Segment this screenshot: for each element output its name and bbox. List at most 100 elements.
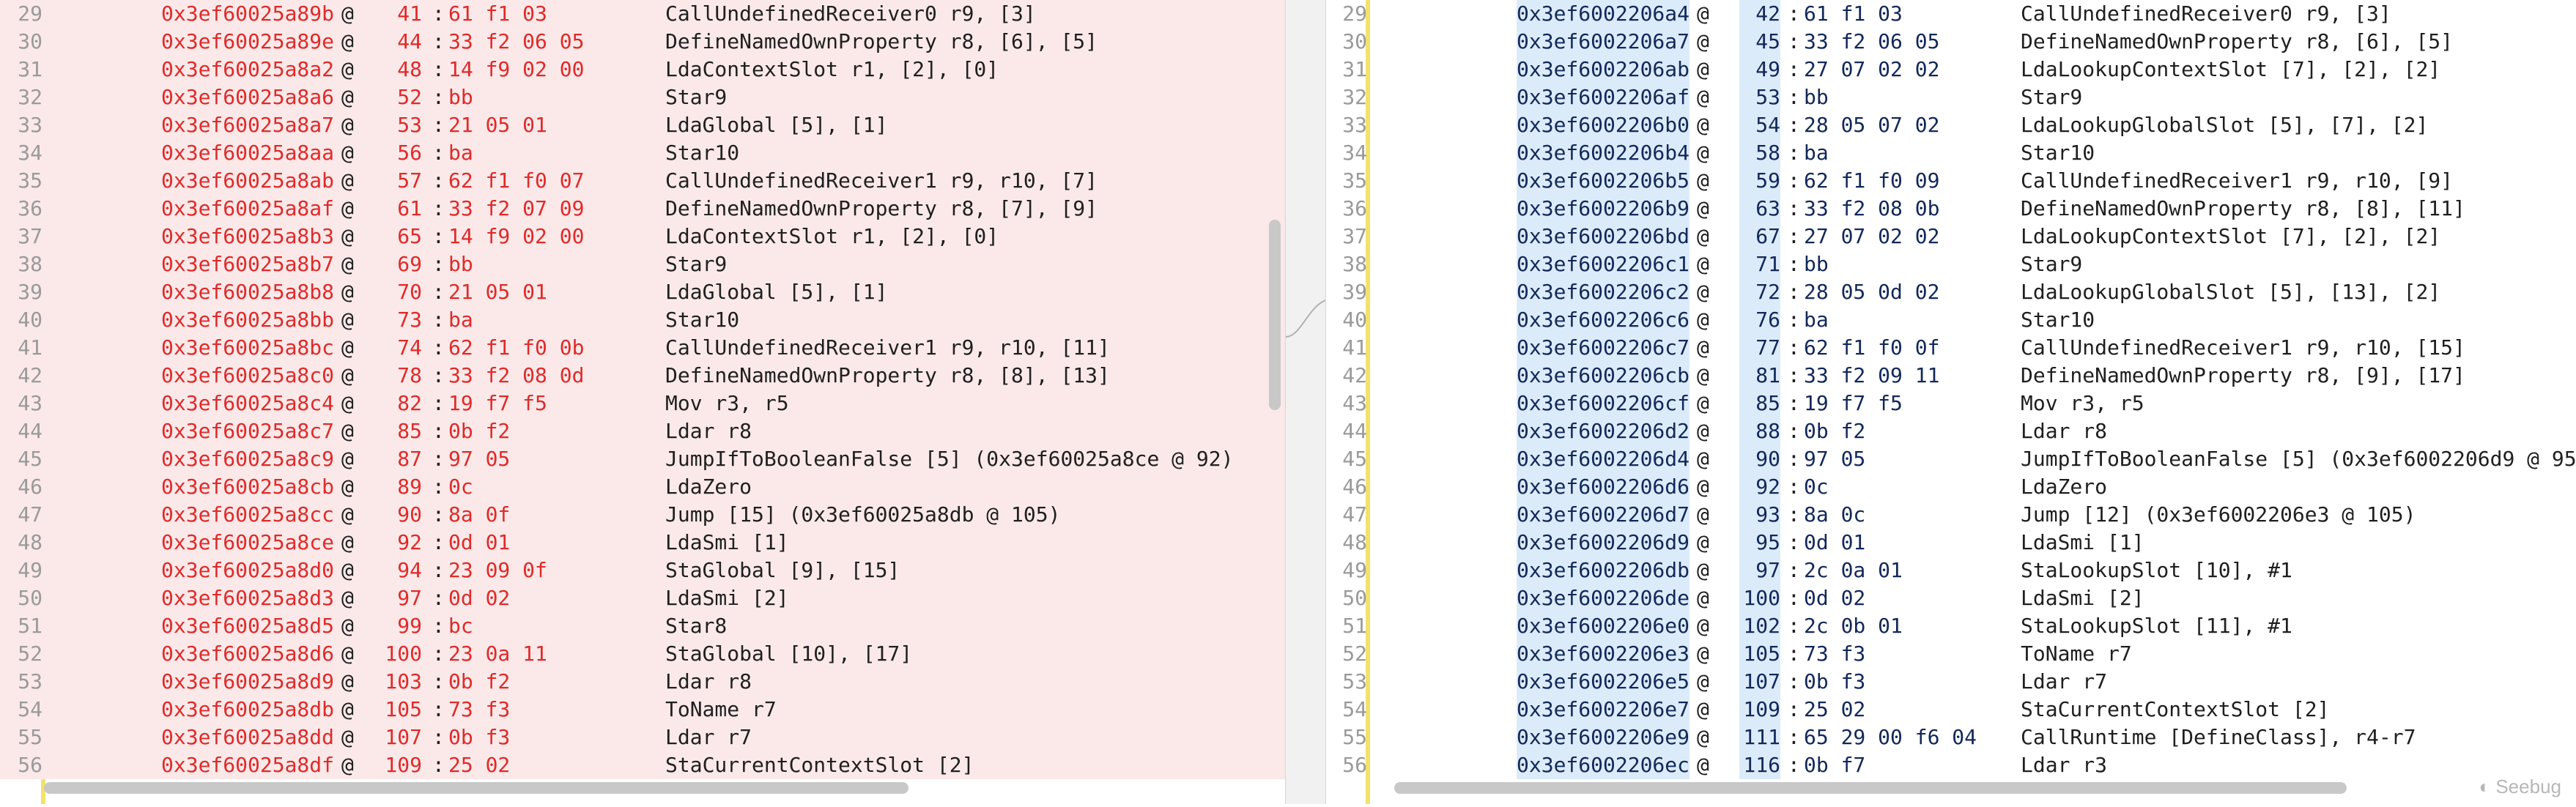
instruction-cell: Ldar r8 bbox=[665, 669, 752, 693]
line-number: 29 bbox=[1342, 1, 1367, 26]
at-sign: @ bbox=[341, 280, 354, 304]
address-cell: 0x3ef60025a89b bbox=[161, 1, 335, 26]
offset-cell: 59 bbox=[1739, 167, 1780, 195]
address-cell: 0x3ef60025a8d5 bbox=[161, 614, 335, 638]
line-number: 35 bbox=[18, 168, 42, 193]
offset-cell: 61 bbox=[397, 196, 422, 220]
left-vertical-scrollbar[interactable] bbox=[1269, 220, 1281, 410]
instruction-cell: Ldar r7 bbox=[665, 725, 752, 749]
colon-sep: : bbox=[432, 252, 445, 276]
address-cell: 0x3ef6002206e0 bbox=[1517, 612, 1690, 640]
colon-sep: : bbox=[1788, 419, 1800, 443]
instruction-cell: Star9 bbox=[665, 85, 728, 109]
line-number: 47 bbox=[18, 502, 42, 527]
at-sign: @ bbox=[1697, 280, 1709, 304]
at-sign: @ bbox=[341, 697, 354, 721]
instruction-cell: StaCurrentContextSlot [2] bbox=[2021, 697, 2330, 721]
at-sign: @ bbox=[1697, 57, 1709, 81]
bytes-cell: 2c 0a 01 bbox=[1804, 558, 1903, 582]
right-horizontal-scrollbar[interactable] bbox=[1394, 782, 2347, 794]
line-number: 36 bbox=[18, 196, 42, 220]
offset-cell: 116 bbox=[1739, 751, 1780, 779]
offset-cell: 85 bbox=[397, 419, 422, 443]
colon-sep: : bbox=[432, 168, 445, 193]
instruction-cell: CallUndefinedReceiver1 r9, r10, [7] bbox=[665, 168, 1098, 193]
line-number: 37 bbox=[1342, 224, 1367, 248]
bytes-cell: 8a 0c bbox=[1804, 502, 1866, 527]
instruction-cell: LdaContextSlot r1, [2], [0] bbox=[665, 57, 999, 81]
address-cell: 0x3ef60025a8b3 bbox=[161, 224, 335, 248]
at-sign: @ bbox=[1697, 614, 1709, 638]
colon-sep: : bbox=[1788, 168, 1800, 193]
instruction-cell: CallUndefinedReceiver1 r9, r10, [11] bbox=[665, 335, 1110, 360]
instruction-cell: LdaGlobal [5], [1] bbox=[665, 113, 888, 137]
at-sign: @ bbox=[341, 308, 354, 332]
line-number: 53 bbox=[18, 669, 42, 693]
left-horizontal-scrollbar[interactable] bbox=[44, 782, 908, 794]
bytes-cell: 33 f2 06 05 bbox=[1804, 29, 1940, 53]
bytes-cell: 33 f2 09 11 bbox=[1804, 363, 1940, 387]
colon-sep: : bbox=[432, 753, 445, 777]
line-number: 43 bbox=[18, 391, 42, 415]
instruction-cell: Star9 bbox=[2021, 252, 2083, 276]
